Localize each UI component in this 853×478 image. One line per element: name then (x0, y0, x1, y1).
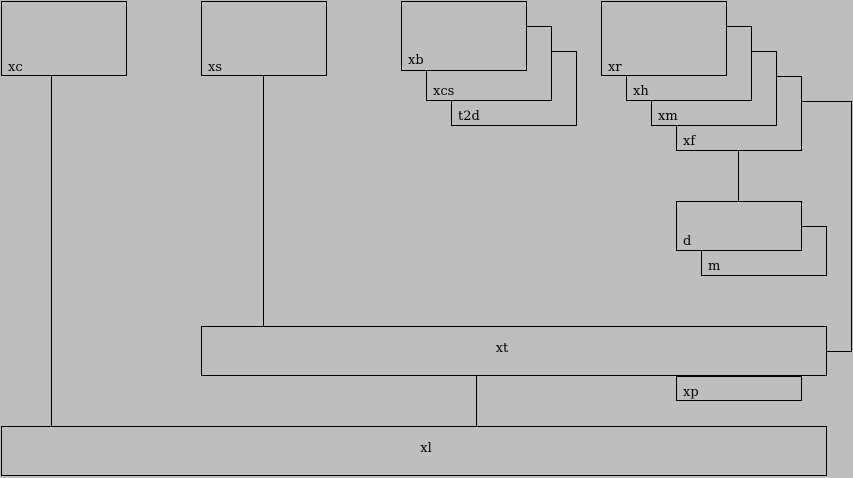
node-xh-label: xh (633, 84, 649, 99)
node-xs[interactable]: xs (201, 1, 327, 76)
node-m-label: m (708, 259, 720, 274)
node-xb-label: xb (408, 53, 424, 68)
node-xl-label: xl (420, 441, 432, 456)
node-xl[interactable]: xl (1, 426, 827, 476)
node-xcs-label: xcs (433, 84, 454, 99)
node-xb[interactable]: xb (401, 1, 527, 71)
node-xr-label: xr (608, 60, 622, 75)
node-xf-label: xf (683, 134, 696, 149)
node-xt[interactable]: xt (201, 326, 827, 376)
node-xp-label: xp (683, 385, 699, 400)
node-xs-label: xs (208, 60, 222, 75)
node-xr[interactable]: xr (601, 1, 727, 76)
node-xm-label: xm (658, 109, 678, 124)
link-xr-xt (801, 101, 852, 352)
node-xc-label: xc (8, 60, 23, 75)
node-xc[interactable]: xc (1, 1, 127, 76)
node-xp[interactable]: xp (676, 376, 802, 401)
node-d[interactable]: d (676, 201, 802, 251)
node-t2d-label: t2d (458, 109, 480, 124)
node-xt-label: xt (496, 341, 509, 356)
node-d-label: d (683, 234, 691, 249)
